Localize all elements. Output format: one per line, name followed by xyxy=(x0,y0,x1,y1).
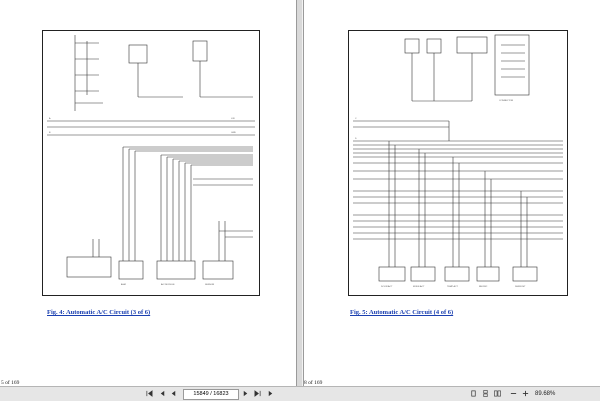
svg-text:CONNECTOR: CONNECTOR xyxy=(499,100,513,102)
wiring-diagram-3: A B LIN GND ASM A/C MODULE SENSOR xyxy=(42,30,260,296)
svg-text:ASM: ASM xyxy=(121,283,126,286)
svg-text:DEFROST: DEFROST xyxy=(515,286,526,288)
zoom-in-icon[interactable] xyxy=(522,390,529,397)
svg-text:A: A xyxy=(49,117,51,120)
figure-caption-right[interactable]: Fig. 5: Automatic A/C Circuit (4 of 6) xyxy=(350,309,454,316)
svg-text:TEMP ACT: TEMP ACT xyxy=(447,285,459,288)
svg-text:A/C MODULE: A/C MODULE xyxy=(161,283,175,286)
figure-caption-left[interactable]: Fig. 4: Automatic A/C Circuit (3 of 6) xyxy=(47,309,151,316)
page-gutter xyxy=(297,0,302,386)
svg-text:D: D xyxy=(355,138,357,140)
wiring-diagram-4-drawing: C D CONNECTOR DOOR ACT MODE ACT TEMP ACT RE… xyxy=(353,34,563,288)
first-page-icon[interactable] xyxy=(146,390,153,397)
svg-text:DOOR ACT: DOOR ACT xyxy=(381,285,393,288)
zoom-out-icon[interactable] xyxy=(510,390,517,397)
wiring-diagram-4: C D CONNECTOR DOOR ACT MODE ACT TEMP ACT RE… xyxy=(348,30,568,296)
svg-text:GND: GND xyxy=(231,132,236,134)
page-number-input[interactable] xyxy=(183,389,239,400)
viewer-toolbar: 89.68% xyxy=(0,386,600,401)
zoom-level[interactable]: 89.68% xyxy=(535,391,556,397)
document-page-left: A B LIN GND ASM A/C MODULE SENSOR Fig. 4: Au… xyxy=(0,0,297,386)
svg-text:SENSOR: SENSOR xyxy=(205,284,215,286)
back-icon[interactable] xyxy=(170,390,177,397)
prev-page-icon[interactable] xyxy=(159,390,166,397)
document-page-right: C D CONNECTOR DOOR ACT MODE ACT TEMP ACT RE… xyxy=(303,0,600,386)
svg-text:B: B xyxy=(49,132,51,134)
svg-text:MODE ACT: MODE ACT xyxy=(413,285,425,288)
continuous-icon[interactable] xyxy=(482,390,489,397)
svg-text:C: C xyxy=(355,118,357,120)
svg-text:RECIRC: RECIRC xyxy=(479,286,488,288)
next-page-icon[interactable] xyxy=(242,390,249,397)
two-page-icon[interactable] xyxy=(494,390,501,397)
forward-icon[interactable] xyxy=(267,390,274,397)
page-number-left: 5 of 169 xyxy=(1,380,20,386)
page-number-right: 8 of 169 xyxy=(304,380,323,386)
single-page-icon[interactable] xyxy=(470,390,477,397)
last-page-icon[interactable] xyxy=(254,390,261,397)
wiring-diagram-3-drawing: A B LIN GND ASM A/C MODULE SENSOR xyxy=(47,35,255,286)
svg-text:LIN: LIN xyxy=(231,118,235,120)
